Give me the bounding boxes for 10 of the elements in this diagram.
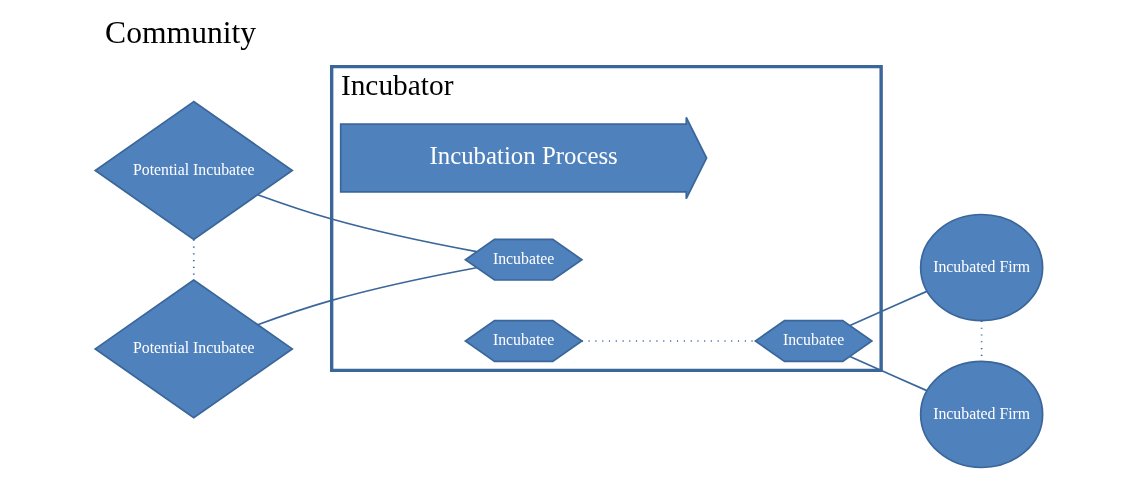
diagram-title: Community: [104, 14, 256, 50]
connector: [256, 193, 477, 252]
connector: [848, 355, 928, 391]
node-diamond: Potential Incubatee: [93, 278, 294, 419]
connector: [580, 339, 756, 342]
node-diamond: Potential Incubatee: [93, 100, 294, 240]
connector: [256, 266, 477, 326]
node-ellipse: Incubated Firm: [919, 213, 1043, 322]
connector: [848, 290, 928, 326]
node-ellipse: Incubated Firm: [919, 360, 1043, 468]
